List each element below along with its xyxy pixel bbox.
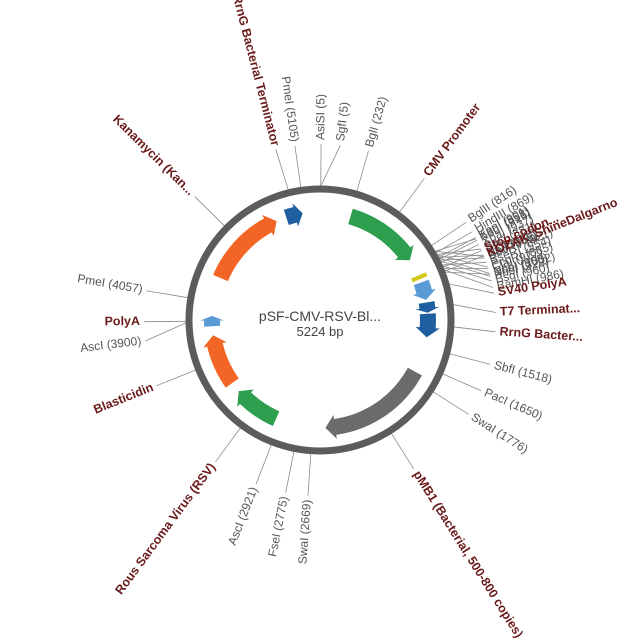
feature-label-rrng-bacter-5-leader [453,326,496,333]
feature-cmv-promoter-0 [348,208,414,261]
feature-label-pmb1-bacterial-500-800-copies-6-leader [391,433,415,470]
plasmid-name: pSF-CMV-RSV-Bl... [259,308,381,324]
feature-label-rrng-bacter-5[interactable]: RrnG Bacter... [499,324,583,344]
site-label-kpni-901-10-leader [438,237,476,258]
feature-rrng-bacter-5 [415,313,440,338]
feature-label-rous-sarcoma-virus-rsv-7[interactable]: Rous Sarcoma Virus (RSV) [112,460,218,597]
feature-sv40-polya-3 [412,279,436,300]
site-label-asci-3900-28-leader [145,322,187,342]
site-label-xbai-937-15-leader [440,244,480,263]
site-label-swai-1776-24[interactable]: SwaI (1776) [469,410,531,456]
site-label-asci-2921-27-leader [255,444,272,485]
feature-label-rrng-bacterial-terminator-11[interactable]: RrnG Bacterial Terminator [230,0,282,147]
site-label-hindiii-869-7-leader [435,231,473,254]
site-label-swai-2669-25[interactable]: SwaI (2669) [295,499,313,565]
site-label-sbfi-1518-22-leader [449,353,491,365]
feature-rrng-bacterial-terminator-11 [283,203,303,227]
plasmid-size: 5224 bp [297,324,344,339]
site-label-sbfi-1518-22[interactable]: SbfI (1518) [493,358,554,387]
site-label-saci-881-8-leader [436,248,482,255]
feature-label-kanamycin-kan-10-leader [194,196,225,227]
site-label-asci-2921-27[interactable]: AscI (2921) [225,485,260,547]
feature-label-pmb1-bacterial-500-800-copies-6[interactable]: pMB1 (Bacterial, 500-800 copies) [411,468,526,640]
feature-rous-sarcoma-virus-rsv-7 [237,389,280,426]
site-label-nhei-1002-21-leader [445,271,490,275]
site-label-bgli-232-3[interactable]: BglI (232) [362,95,390,149]
site-label-asci-3900-28[interactable]: AscI (3900) [79,334,142,355]
feature-arrows [200,203,440,439]
site-label-kpni-915-12-leader [439,239,478,260]
feature-label-stop-codon-2-leader [442,250,482,268]
plasmid-backbone-ring [185,185,455,455]
site-label-swai-2669-25-leader [307,453,312,496]
site-label-stui-996-20-leader [444,255,485,272]
site-label-ncoi-905-11-leader [438,257,490,274]
feature-label-cmv-promoter-0-leader [399,178,425,213]
site-label-fsei-2775-26[interactable]: FseI (2775) [265,495,291,558]
feature-kanamycin-kan-10 [213,214,277,282]
site-label-pmei-5105-0[interactable]: PmeI (5105) [279,75,302,142]
site-label-swai-1776-24-leader [432,391,469,415]
feature-label-sv40-polya-3-leader [448,283,495,294]
site-label-pmei-4057-29[interactable]: PmeI (4057) [76,271,143,296]
feature-label-t7-terminat-4-leader [453,304,496,313]
site-label-bgli-232-3-leader [356,150,369,192]
feature-t7-terminat-4 [415,301,440,313]
feature-label-cmv-promoter-0[interactable]: CMV Promoter [421,101,484,179]
site-label-sgfi-5-2-leader [320,145,341,187]
feature-polya-9 [200,315,225,327]
site-label-pmei-4057-29-leader [146,290,188,299]
feature-blasticidin-8 [203,335,239,388]
feature-label-rrng-bacterial-terminator-11-leader [275,149,289,190]
feature-label-kozak-shinedalgarno-1-leader [438,254,484,258]
feature-label-rous-sarcoma-virus-rsv-7-leader [215,427,241,462]
site-label-bglii-816-4-leader [431,221,467,246]
feature-label-blasticidin-8[interactable]: Blasticidin [91,380,155,417]
site-label-fsei-2775-26-leader [285,451,295,493]
feature-label-t7-terminat-4[interactable]: T7 Terminat... [500,301,581,318]
site-label-paci-1650-23[interactable]: PacI (1650) [482,385,544,423]
site-label-paci-1650-23-leader [442,373,482,392]
feature-label-kanamycin-kan-10[interactable]: Kanamycin (Kan... [110,112,197,198]
site-label-pmei-5105-0-leader [294,145,302,188]
site-label-sgfi-5-2[interactable]: SgfI (5) [333,101,351,142]
label-leader-lines [144,144,496,496]
feature-label-polya-9[interactable]: PolyA [104,314,140,328]
site-label-asisi-5-1[interactable]: AsiSI (5) [313,94,327,140]
feature-stop-codon-2 [411,272,428,283]
feature-label-blasticidin-8-leader [156,369,196,387]
feature-pmb1-bacterial-500-800-copies-6 [325,367,422,439]
